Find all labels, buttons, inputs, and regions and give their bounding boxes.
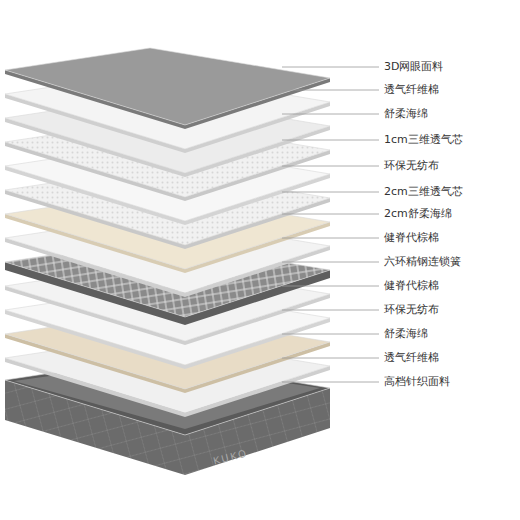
- leader-line: [282, 67, 379, 68]
- leader-line: [282, 262, 379, 263]
- part-label: 高档针织面料: [384, 375, 450, 389]
- leader-line: [282, 382, 379, 383]
- part-label: 舒柔海绵: [384, 107, 428, 121]
- leader-line: [282, 166, 379, 167]
- part-label: 舒柔海绵: [384, 327, 428, 341]
- part-label: 3D网眼面料: [384, 60, 443, 74]
- leader-line: [282, 192, 379, 193]
- part-label: 环保无纺布: [384, 159, 439, 173]
- part-label: 2cm舒柔海绵: [384, 207, 452, 221]
- leader-line: [282, 214, 379, 215]
- leader-line: [282, 310, 379, 311]
- layer-face: [5, 48, 330, 125]
- leader-line: [282, 114, 379, 115]
- part-label: 环保无纺布: [384, 303, 439, 317]
- leader-line: [282, 90, 379, 91]
- part-label: 1cm三维透气芯: [384, 133, 463, 147]
- part-label: 透气纤维棉: [384, 351, 439, 365]
- leader-line: [282, 286, 379, 287]
- leader-line: [282, 140, 379, 141]
- part-label: 2cm三维透气芯: [384, 185, 463, 199]
- part-label: 六环精钢连锁簧: [384, 255, 461, 269]
- part-label: 健脊代棕棉: [384, 279, 439, 293]
- leader-line: [282, 334, 379, 335]
- part-label: 透气纤维棉: [384, 83, 439, 97]
- leader-line: [282, 358, 379, 359]
- leader-line: [282, 238, 379, 239]
- part-label: 健脊代棕棉: [384, 231, 439, 245]
